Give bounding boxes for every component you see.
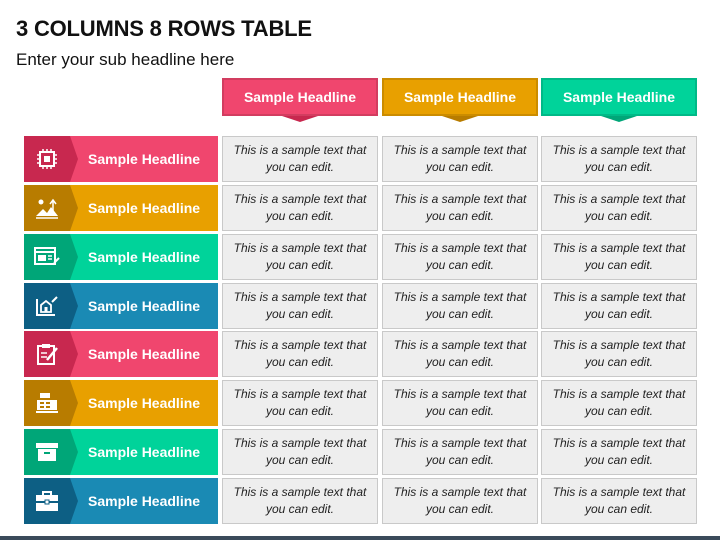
row-header-4-icon-box [24, 283, 78, 329]
row-header-2-icon-box [24, 185, 78, 231]
row-header-4-bar: Sample Headline [24, 283, 218, 329]
landscape-icon [36, 198, 58, 219]
row-header-2[interactable]: Sample Headline [24, 185, 218, 231]
table-cell-r5-c3[interactable]: This is a sample text that you can edit. [541, 331, 697, 377]
row-header-7-icon-box [24, 429, 78, 475]
column-header-1[interactable]: Sample Headline [222, 78, 378, 122]
table-cell-r1-c3[interactable]: This is a sample text that you can edit. [541, 136, 697, 182]
table-cell-r8-c1[interactable]: This is a sample text that you can edit. [222, 478, 378, 524]
row-header-5-label: Sample Headline [88, 346, 201, 362]
row-header-3-icon-box [24, 234, 78, 280]
table-cell-r3-c2[interactable]: This is a sample text that you can edit. [382, 234, 538, 280]
row-header-8-icon-box [24, 478, 78, 524]
row-header-7-bar: Sample Headline [24, 429, 218, 475]
chip-icon [37, 149, 57, 169]
row-header-1-label: Sample Headline [88, 151, 201, 167]
column-header-2-label: Sample Headline [382, 78, 538, 116]
table-cell-r3-c1[interactable]: This is a sample text that you can edit. [222, 234, 378, 280]
row-header-3-bar: Sample Headline [24, 234, 218, 280]
row-header-4-label: Sample Headline [88, 298, 201, 314]
table-cell-r6-c1[interactable]: This is a sample text that you can edit. [222, 380, 378, 426]
table-cell-r2-c1[interactable]: This is a sample text that you can edit. [222, 185, 378, 231]
row-header-8-label: Sample Headline [88, 493, 201, 509]
footer-bar [0, 536, 720, 540]
table-cell-r2-c2[interactable]: This is a sample text that you can edit. [382, 185, 538, 231]
column-header-3-pointer [601, 116, 637, 122]
column-header-3-label: Sample Headline [541, 78, 697, 116]
table-cell-r6-c3[interactable]: This is a sample text that you can edit. [541, 380, 697, 426]
column-header-3[interactable]: Sample Headline [541, 78, 697, 122]
row-header-5[interactable]: Sample Headline [24, 331, 218, 377]
row-header-6[interactable]: Sample Headline [24, 380, 218, 426]
row-header-7[interactable]: Sample Headline [24, 429, 218, 475]
briefcase-icon [36, 491, 58, 511]
column-header-2[interactable]: Sample Headline [382, 78, 538, 122]
row-header-5-icon-box [24, 331, 78, 377]
table-cell-r2-c3[interactable]: This is a sample text that you can edit. [541, 185, 697, 231]
table-cell-r7-c1[interactable]: This is a sample text that you can edit. [222, 429, 378, 475]
table-cell-r7-c3[interactable]: This is a sample text that you can edit. [541, 429, 697, 475]
row-header-1[interactable]: Sample Headline [24, 136, 218, 182]
table-cell-r8-c2[interactable]: This is a sample text that you can edit. [382, 478, 538, 524]
table-cell-r1-c1[interactable]: This is a sample text that you can edit. [222, 136, 378, 182]
row-header-1-bar: Sample Headline [24, 136, 218, 182]
table-cell-r6-c2[interactable]: This is a sample text that you can edit. [382, 380, 538, 426]
row-header-3[interactable]: Sample Headline [24, 234, 218, 280]
cash-register-icon [36, 393, 58, 413]
row-header-3-label: Sample Headline [88, 249, 201, 265]
table-cell-r7-c2[interactable]: This is a sample text that you can edit. [382, 429, 538, 475]
page-subtitle: Enter your sub headline here [16, 50, 235, 69]
browser-icon [34, 247, 60, 265]
archive-box-icon [36, 443, 58, 461]
column-header-1-label: Sample Headline [222, 78, 378, 116]
row-header-4[interactable]: Sample Headline [24, 283, 218, 329]
column-header-2-pointer [442, 116, 478, 122]
row-header-6-icon-box [24, 380, 78, 426]
table-cell-r4-c2[interactable]: This is a sample text that you can edit. [382, 283, 538, 329]
row-header-7-label: Sample Headline [88, 444, 201, 460]
row-header-2-bar: Sample Headline [24, 185, 218, 231]
page-title: 3 COLUMNS 8 ROWS TABLE [16, 16, 312, 41]
row-header-8[interactable]: Sample Headline [24, 478, 218, 524]
table-cell-r4-c3[interactable]: This is a sample text that you can edit. [541, 283, 697, 329]
row-header-8-bar: Sample Headline [24, 478, 218, 524]
table-cell-r5-c1[interactable]: This is a sample text that you can edit. [222, 331, 378, 377]
table-cell-r8-c3[interactable]: This is a sample text that you can edit. [541, 478, 697, 524]
table-cell-r3-c3[interactable]: This is a sample text that you can edit. [541, 234, 697, 280]
table-cell-r4-c1[interactable]: This is a sample text that you can edit. [222, 283, 378, 329]
table-cell-r5-c2[interactable]: This is a sample text that you can edit. [382, 331, 538, 377]
row-header-1-icon-box [24, 136, 78, 182]
row-header-6-bar: Sample Headline [24, 380, 218, 426]
row-header-5-bar: Sample Headline [24, 331, 218, 377]
row-header-2-label: Sample Headline [88, 200, 201, 216]
column-header-1-pointer [282, 116, 318, 122]
clipboard-edit-icon [37, 344, 58, 365]
table-cell-r1-c2[interactable]: This is a sample text that you can edit. [382, 136, 538, 182]
blueprint-icon [36, 296, 58, 316]
row-header-6-label: Sample Headline [88, 395, 201, 411]
